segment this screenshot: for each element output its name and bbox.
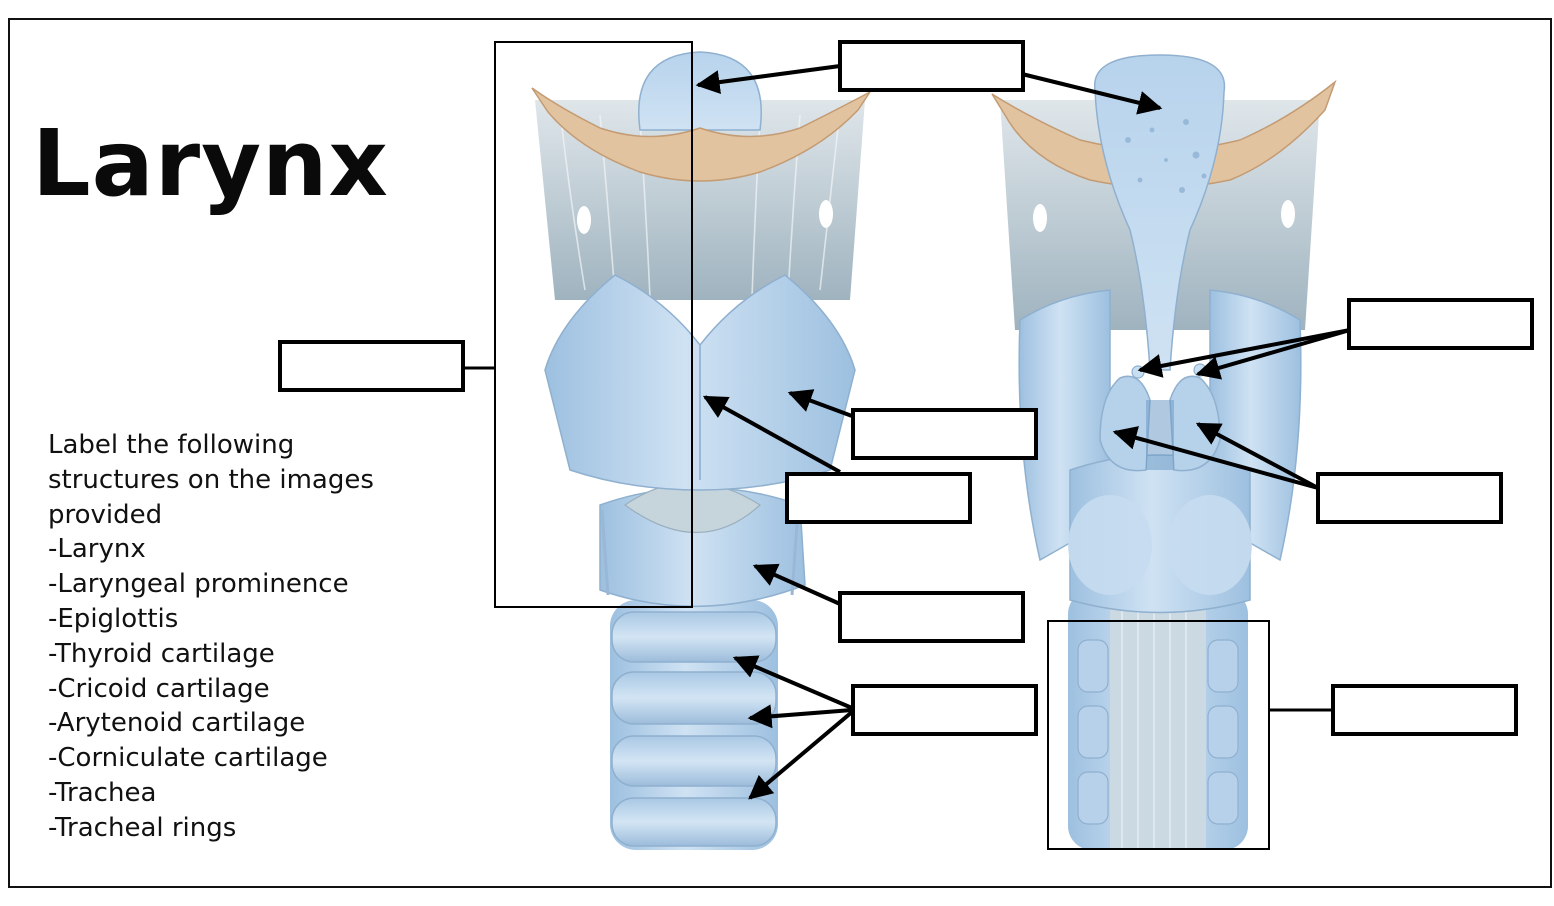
label-box-tracheal-rings[interactable]: [851, 684, 1038, 736]
larynx-bracket: [494, 41, 693, 608]
anterior-hyoid-bone: [531, 87, 871, 182]
anterior-view: [531, 51, 871, 850]
term-item: -Larynx: [48, 534, 146, 565]
label-box-prominence[interactable]: [785, 472, 972, 524]
label-box-thyroid[interactable]: [851, 408, 1038, 460]
page-title: Larynx: [32, 110, 389, 217]
term-item: -Cricoid cartilage: [48, 673, 270, 704]
instructions-panel: Label the following structures on the im…: [48, 428, 408, 846]
posterior-trachea: [1068, 590, 1248, 850]
term-item: -Laryngeal prominence: [48, 569, 349, 600]
term-item: -Tracheal rings: [48, 812, 237, 843]
anterior-epiglottis: [638, 51, 762, 131]
leader-lines: [465, 41, 1351, 850]
label-box-epiglottis-front[interactable]: [838, 40, 1025, 92]
posterior-view: [991, 54, 1337, 850]
term-item: -Trachea: [48, 777, 157, 808]
instructions-intro: Label the following structures on the im…: [48, 430, 374, 530]
label-box-arytenoid[interactable]: [1316, 472, 1503, 524]
label-box-trachea[interactable]: [1331, 684, 1518, 736]
label-box-corniculate[interactable]: [1347, 298, 1534, 350]
term-item: -Thyroid cartilage: [48, 638, 275, 669]
trachea-bracket: [1047, 620, 1270, 850]
term-item: -Arytenoid cartilage: [48, 708, 306, 739]
anterior-trachea: [610, 600, 778, 850]
posterior-epiglottis: [1094, 54, 1226, 371]
arytenoid-cartilage-right: [1169, 375, 1221, 472]
worksheet-frame: [8, 18, 1552, 888]
term-item: -Corniculate cartilage: [48, 743, 328, 774]
term-list: -Larynx -Laryngeal prominence -Epiglotti…: [48, 532, 408, 845]
label-box-larynx[interactable]: [278, 340, 465, 392]
term-item: -Epiglottis: [48, 603, 179, 634]
label-box-cricoid[interactable]: [838, 591, 1025, 643]
posterior-hyoid-bone: [991, 79, 1337, 189]
